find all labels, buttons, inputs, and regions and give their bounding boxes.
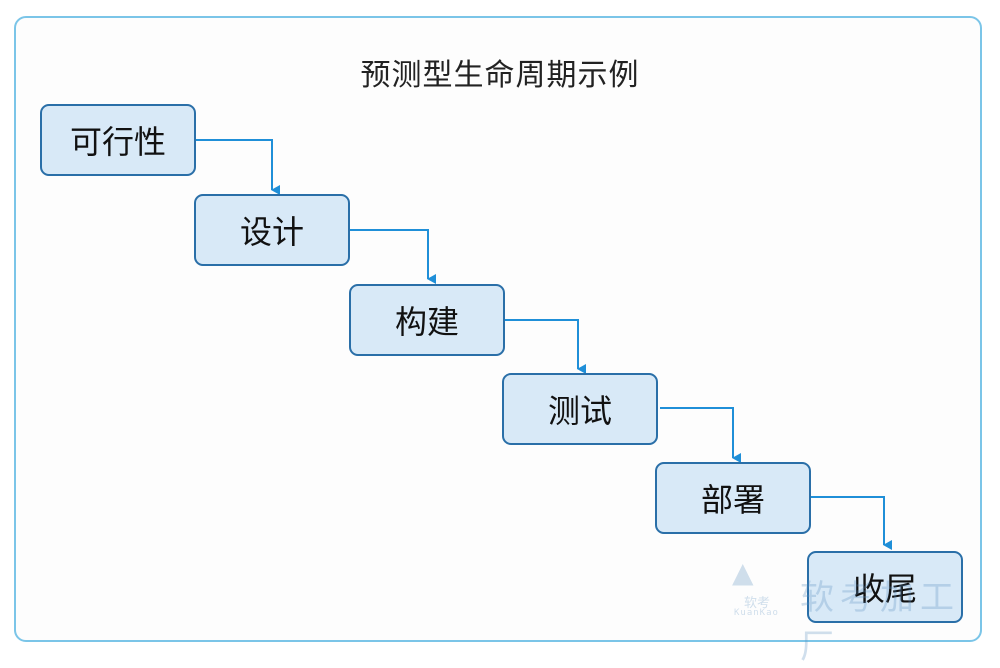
step-label: 可行性 (69, 123, 166, 161)
step-label: 部署 (700, 481, 765, 519)
step-label: 收尾 (852, 570, 917, 608)
arrow-test-to-deploy (660, 407, 741, 463)
watermark-brand-small: 软考 (744, 596, 771, 611)
step-closeout: 收尾 (807, 551, 963, 623)
arrow-feasibility-to-design (196, 139, 280, 195)
watermark-brand-latin: KuanKao (734, 608, 779, 618)
step-build: 构建 (349, 284, 505, 356)
arrow-build-to-test (505, 319, 586, 374)
step-deploy: 部署 (655, 462, 811, 534)
step-label: 构建 (394, 303, 459, 341)
watermark: ▲ 软考 KuanKao 软考加工厂 (722, 556, 972, 667)
graduation-cap-icon: ▲ (732, 556, 754, 589)
step-design: 设计 (194, 194, 350, 266)
arrow-design-to-build (350, 229, 436, 284)
arrow-deploy-to-closeout (811, 496, 892, 550)
step-feasibility: 可行性 (40, 104, 196, 176)
diagram-title: 预测型生命周期示例 (360, 58, 640, 93)
step-test: 测试 (502, 373, 658, 445)
watermark-brand-large: 软考加工厂 (800, 578, 960, 667)
step-label: 设计 (239, 213, 304, 251)
step-label: 测试 (547, 392, 612, 430)
